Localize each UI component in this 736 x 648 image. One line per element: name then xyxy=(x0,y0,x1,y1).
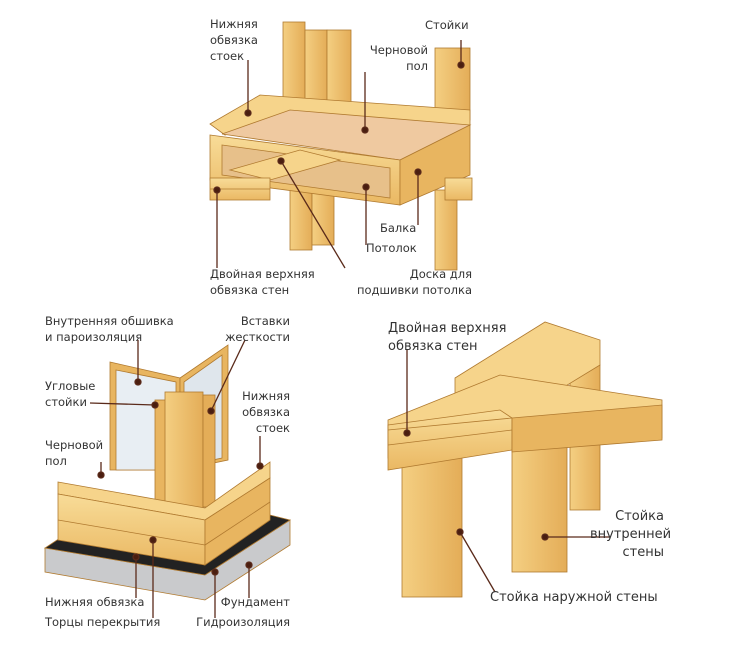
label-inner-stud: Стойка внутренней стены xyxy=(590,509,672,560)
label-bottom-plate-top: Нижняя обвязка стоек xyxy=(210,17,258,63)
label-corner-studs: Угловые стойки xyxy=(45,379,96,409)
label-rim: Торцы перекрытия xyxy=(45,615,161,629)
label-waterproofing: Гидроизоляция xyxy=(196,615,290,629)
label-bottom-plate-left: Нижняя обвязка стоек xyxy=(242,389,290,435)
label-inner-sheathing: Внутренняя обшивка и пароизоляция xyxy=(45,314,174,344)
label-sill: Нижняя обвязка xyxy=(45,595,145,609)
label-ceiling-board: Доска для подшивки потолка xyxy=(357,267,472,297)
label-subfloor-top: Черновой пол xyxy=(369,43,428,73)
label-double-top-plate-right: Двойная верхняя обвязка стен xyxy=(388,321,507,354)
bottom-left-corner-assembly xyxy=(43,344,291,601)
leader-lines xyxy=(89,40,610,618)
bottom-right-top-plate-assembly xyxy=(387,321,663,598)
label-subfloor-left: Черновой пол xyxy=(45,438,104,468)
label-joist: Балка xyxy=(380,221,417,235)
label-foundation: Фундамент xyxy=(220,595,290,609)
label-outer-stud: Стойка наружной стены xyxy=(490,590,658,605)
label-studs: Стойки xyxy=(425,18,469,32)
label-stiffeners: Вставки жесткости xyxy=(225,314,290,344)
label-ceiling: Потолок xyxy=(366,241,417,255)
label-double-top-plate-top: Двойная верхняя обвязка стен xyxy=(210,267,315,297)
top-floor-assembly xyxy=(209,21,473,271)
